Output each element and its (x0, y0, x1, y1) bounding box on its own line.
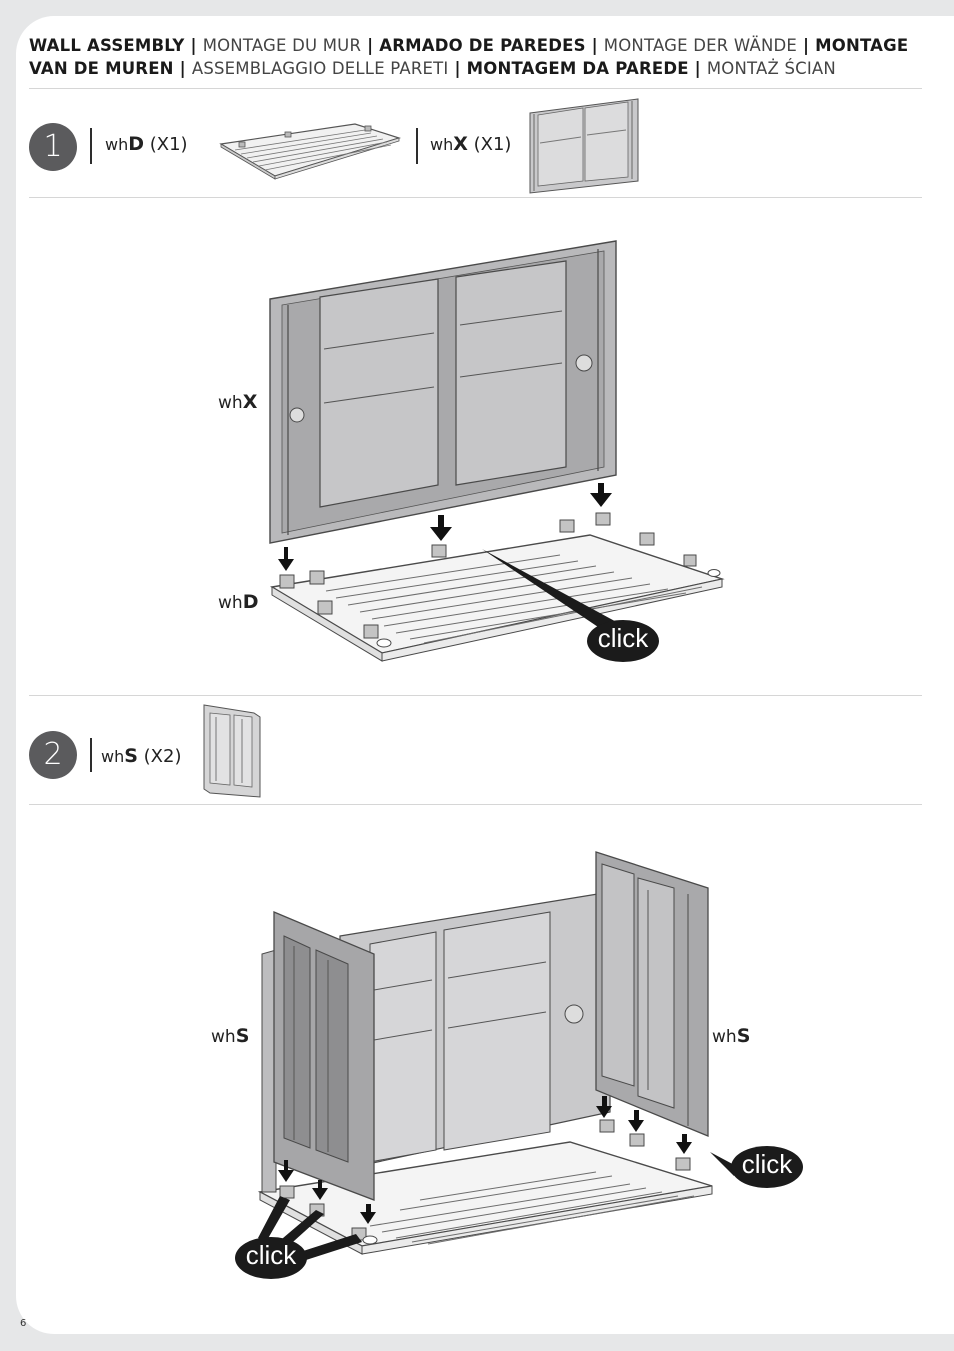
label-whs-left: whS (211, 1025, 250, 1047)
right-side-wall (595, 851, 709, 1137)
label-whd: whD (218, 591, 259, 613)
click-label-right: click (741, 1149, 793, 1179)
back-wall-part-thumbnail (529, 98, 639, 194)
callout-pointer (258, 1196, 290, 1242)
back-wall-panel (339, 891, 611, 1171)
label-whx: whX (218, 391, 258, 413)
left-side-wall (261, 911, 375, 1201)
click-callout-right (731, 1146, 803, 1188)
click-label: click (597, 623, 649, 653)
step-1-number: 1 (29, 123, 77, 171)
title-de: MONTAGE DER WÄNDE (603, 36, 798, 55)
step-1-assembly-diagram (269, 240, 725, 662)
label-whs-right: whS (712, 1025, 751, 1047)
title-it: ASSEMBLAGGIO DELLE PARETI (191, 59, 449, 78)
title-pl: MONTAŻ ŚCIAN (706, 59, 836, 78)
side-wall-part-thumbnail (203, 704, 261, 798)
step-2-assembly-diagram (257, 851, 740, 1260)
divider-bar (90, 128, 92, 164)
callout-pointer (482, 549, 622, 635)
divider-bar (90, 738, 92, 772)
divider (29, 804, 922, 805)
title-fr: MONTAGE DU MUR (202, 36, 362, 55)
click-callout-left (235, 1237, 307, 1279)
part-label-whd: whD (X1) (105, 133, 188, 155)
part-label-whx: whX (X1) (430, 133, 512, 155)
divider (29, 197, 922, 198)
title-en: WALL ASSEMBLY (29, 36, 185, 55)
page-number: 6 (20, 1318, 27, 1329)
title-nl: MONTAGE VAN DE MUREN (29, 36, 909, 78)
floor-part-thumbnail (219, 123, 402, 180)
floor-panel (270, 512, 725, 662)
divider (29, 695, 922, 696)
divider-bar (416, 128, 418, 164)
click-callout (587, 620, 659, 662)
back-wall-panel (269, 240, 617, 544)
click-label-left: click (245, 1240, 297, 1270)
title-es: ARMADO DE PAREDES (379, 36, 586, 55)
title-pt: MONTAGEM DA PAREDE (466, 59, 689, 78)
part-label-whs: whS (X2) (101, 745, 182, 767)
arrow-down-icon (278, 1096, 692, 1224)
divider (29, 88, 922, 89)
arrow-down-icon (278, 483, 612, 571)
step-2-number: 2 (29, 731, 77, 779)
callout-pointer (300, 1234, 362, 1260)
page-title: WALL ASSEMBLY | MONTAGE DU MUR | ARMADO … (29, 36, 909, 78)
